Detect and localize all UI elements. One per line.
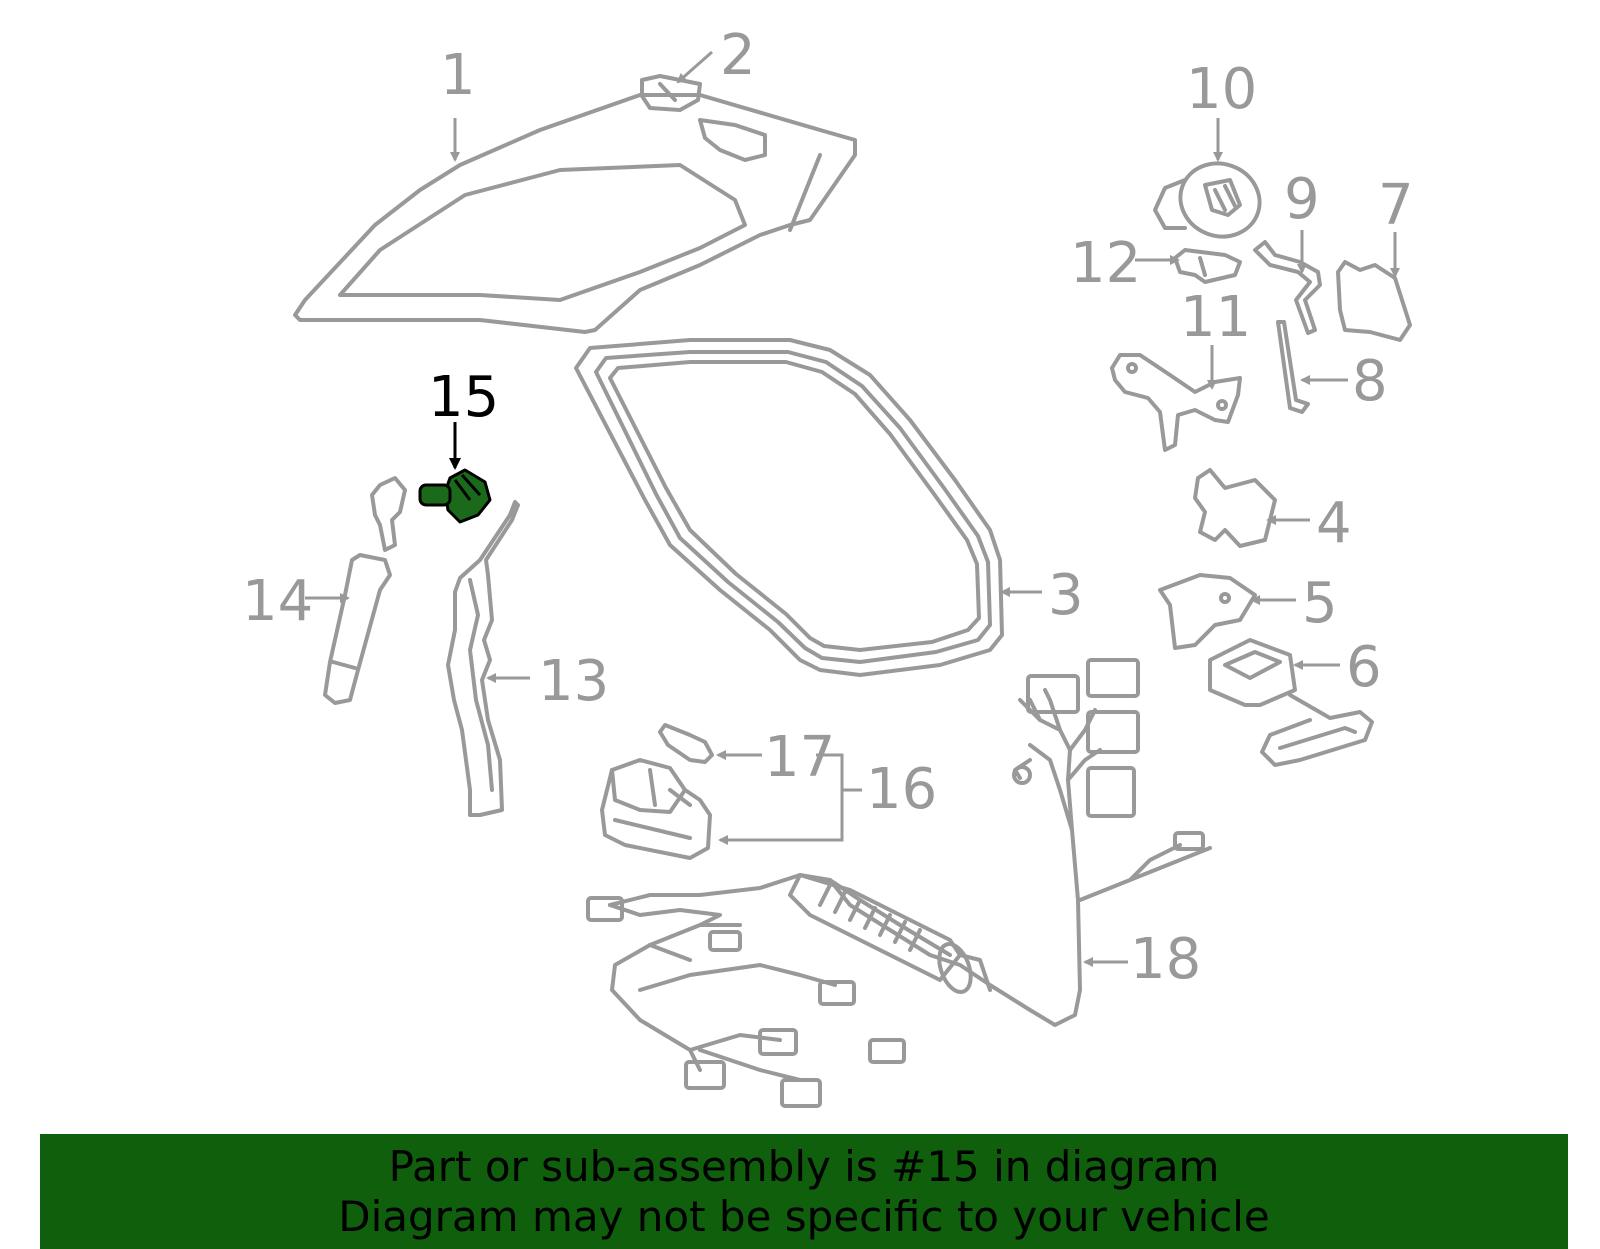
callout-12: 12 [1070, 231, 1142, 296]
part-12-switch [1173, 248, 1242, 284]
callout-10: 10 [1186, 57, 1258, 122]
info-banner: Part or sub-assembly is #15 in diagram D… [40, 1134, 1568, 1249]
part-18-wiring-harness [586, 658, 1212, 1108]
callout-14: 14 [242, 569, 314, 634]
callout-11: 11 [1180, 285, 1252, 350]
part-3-weatherstrip [574, 338, 1004, 677]
part-5-striker [1158, 573, 1257, 650]
part-10-lock-cylinder [1153, 161, 1262, 239]
part-6-release-handle [1208, 638, 1374, 767]
callout-6: 6 [1346, 635, 1382, 700]
callout-15-highlighted: 15 [428, 365, 500, 430]
part-16-lamp-housing [600, 758, 712, 860]
banner-line-part: Part or sub-assembly is #15 in diagram [388, 1142, 1220, 1191]
callout-1: 1 [440, 43, 476, 108]
callout-4: 4 [1316, 491, 1352, 556]
part-1-trunk-lid-panel [293, 93, 857, 334]
callout-16: 16 [866, 757, 938, 822]
callout-5: 5 [1302, 571, 1338, 636]
part-4-bracket [1193, 468, 1277, 548]
leader-lines [305, 50, 1400, 967]
banner-line-disclaimer: Diagram may not be specific to your vehi… [338, 1192, 1270, 1241]
part-15-grommet-highlighted [418, 468, 492, 524]
callout-8: 8 [1352, 349, 1388, 414]
callout-2: 2 [720, 23, 756, 88]
part-7-cover-plate [1336, 260, 1412, 342]
parts-diagram [293, 50, 1412, 1108]
callout-9: 9 [1284, 167, 1320, 232]
part-13-hinge [446, 500, 520, 817]
part-9-link [1253, 240, 1322, 335]
part-14-gas-strut [323, 476, 407, 705]
callout-3: 3 [1048, 563, 1084, 628]
part-17-bulb [658, 723, 714, 764]
part-2-clip [640, 74, 702, 112]
callout-13: 13 [538, 649, 610, 714]
part-8-rod [1276, 320, 1310, 414]
callout-17: 17 [764, 725, 836, 790]
callout-18: 18 [1130, 927, 1202, 992]
part-11-mount-bracket [1110, 353, 1242, 452]
callout-7: 7 [1378, 173, 1414, 238]
